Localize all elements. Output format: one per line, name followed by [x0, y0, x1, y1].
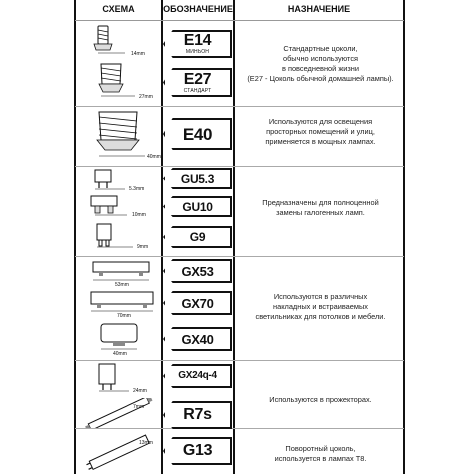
- schema-gx53: 53mm: [77, 258, 161, 286]
- base-code: GX40: [181, 331, 214, 347]
- base-tag-gx53: GX53: [163, 259, 232, 283]
- table-divider-1: [161, 0, 163, 474]
- schema-e14: 14mm: [77, 24, 161, 60]
- description-line: светильниках для потолков и мебели.: [255, 312, 386, 321]
- base-tag-gx70: GX70: [163, 291, 232, 315]
- description-line: замены галогенных ламп.: [276, 208, 365, 217]
- base-code: E14: [183, 32, 212, 49]
- table-border-right: [403, 0, 405, 474]
- base-code: GX70: [181, 295, 214, 311]
- header-divider: [75, 20, 404, 21]
- schema-gu10: 10mm: [77, 194, 161, 218]
- table-border-left: [74, 0, 76, 474]
- base-code: R7s: [183, 406, 212, 423]
- base-code: GX53: [181, 263, 214, 279]
- base-tag-e14: E14 МИНЬОН: [163, 30, 232, 58]
- description-r7s: Используются в прожекторах.: [237, 395, 404, 405]
- description-line: Стандартные цоколи,: [283, 44, 358, 53]
- dimension-label: 10mm: [132, 212, 146, 218]
- description-line: Используются в прожекторах.: [269, 395, 372, 404]
- base-tag-r7s: R7s: [163, 401, 232, 429]
- description-gx: Используются в различных накладных и вст…: [237, 292, 404, 322]
- dimension-label: 5.3mm: [129, 186, 144, 192]
- dimension-label: 7mm: [133, 404, 144, 410]
- dimension-label: 9mm: [137, 244, 148, 250]
- group-separator: [75, 428, 404, 429]
- group-separator: [75, 256, 404, 257]
- dimension-label: 40mm: [113, 351, 127, 356]
- header-designation: ОБОЗНАЧЕНИЕ: [163, 4, 233, 14]
- description-line: в повседневной жизни: [281, 64, 360, 73]
- base-code: E27: [183, 70, 212, 88]
- base-subtitle: МИНЬОН: [185, 49, 210, 55]
- description-line: накладных и встраиваемых: [273, 302, 368, 311]
- schema-g9: 9mm: [77, 222, 161, 250]
- group-separator: [75, 360, 404, 361]
- base-tag-e40: E40: [163, 118, 232, 150]
- schema-e27: 27mm: [77, 62, 161, 102]
- description-line: обычно используются: [282, 54, 359, 63]
- base-code: G13: [182, 442, 213, 459]
- description-standard-bases: Стандартные цоколи, обычно используются …: [237, 44, 404, 84]
- dimension-label: 24mm: [133, 388, 147, 394]
- group-separator: [75, 166, 404, 167]
- base-tag-gu10: GU10: [163, 196, 232, 217]
- base-tag-gx24q4: GX24q-4: [163, 364, 232, 388]
- dimension-label: 27mm: [139, 94, 153, 100]
- base-subtitle: СТАНДАРТ: [183, 87, 212, 94]
- schema-gu53: 5.3mm: [77, 168, 161, 192]
- base-tag-g13: G13: [163, 437, 232, 465]
- base-code: GX24q-4: [178, 370, 217, 381]
- group-separator: [75, 106, 404, 107]
- base-code: E40: [182, 124, 213, 144]
- description-line: используется в лампах T8.: [274, 454, 367, 463]
- dimension-label: 70mm: [117, 313, 131, 318]
- dimension-label: 13mm: [139, 440, 153, 446]
- base-code: GU10: [182, 199, 213, 214]
- schema-gx24q4: 24mm: [77, 362, 161, 394]
- table-divider-2: [233, 0, 235, 474]
- description-line: Предназначены для полноценной: [262, 198, 379, 207]
- dimension-label: 53mm: [115, 282, 129, 286]
- base-tag-e27: E27 СТАНДАРТ: [163, 68, 232, 97]
- description-line: (E27 - Цоколь обычной домашней лампы).: [247, 74, 394, 83]
- schema-r7s: 7mm: [77, 398, 161, 428]
- schema-gx40: 40mm: [77, 320, 161, 356]
- header-purpose: НАЗНАЧЕНИЕ: [287, 4, 351, 14]
- description-halogen: Предназначены для полноценной замены гал…: [237, 198, 404, 218]
- description-line: Используются для освещения: [268, 117, 373, 126]
- description-e40: Используются для освещения просторных по…: [237, 117, 404, 147]
- header-schema: СХЕМА: [102, 4, 135, 14]
- description-line: применяется в мощных лампах.: [265, 137, 376, 146]
- base-code: G9: [189, 230, 206, 244]
- dimension-label: 14mm: [131, 51, 145, 57]
- description-g13: Поворотный цоколь, используется в лампах…: [237, 444, 404, 464]
- schema-gx70: 70mm: [77, 288, 161, 318]
- description-line: Поворотный цоколь,: [285, 444, 356, 453]
- description-line: Используются в различных: [273, 292, 368, 301]
- base-tag-gx40: GX40: [163, 327, 232, 351]
- base-tag-g9: G9: [163, 226, 232, 248]
- description-line: просторных помещений и улиц,: [266, 127, 375, 136]
- base-tag-gu53: GU5.3: [163, 168, 232, 189]
- schema-g13: 13mm: [77, 432, 161, 472]
- base-code: GU5.3: [180, 171, 215, 186]
- schema-e40: 40mm: [77, 108, 161, 164]
- dimension-label: 40mm: [147, 154, 161, 160]
